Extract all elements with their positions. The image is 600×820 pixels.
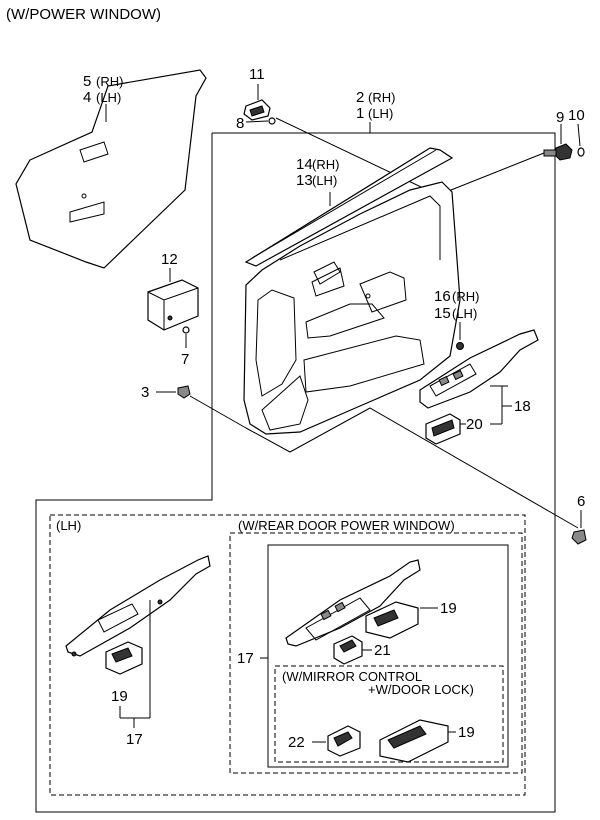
callout-16: 16 [434, 288, 451, 305]
switch-part-21 [333, 635, 363, 665]
callout-13: 13 [296, 172, 313, 189]
door-trim-panel [243, 181, 461, 435]
rear-armrest-panel [285, 559, 421, 647]
clip-part-3 [177, 385, 191, 399]
callout-5-side: (RH) [96, 74, 123, 89]
lh-switch-19 [105, 641, 143, 675]
lh-armrest-panel [65, 555, 211, 657]
washer-part-10 [577, 147, 585, 157]
inset-callout-17b: 17 [126, 731, 143, 748]
belt-molding-strip [244, 147, 454, 267]
diagram-header: (W/POWER WINDOW) [6, 6, 161, 23]
plug-part-15 [456, 342, 464, 350]
callout-8: 8 [236, 115, 244, 132]
mirror-switch-22 [327, 725, 361, 757]
callout-5: 5 [83, 73, 91, 90]
callout-1: 1 [356, 105, 364, 122]
callout-16-side: (RH) [452, 289, 479, 304]
callout-18: 18 [514, 398, 531, 415]
bolt-part-9 [543, 143, 573, 161]
callout-14: 14 [296, 156, 313, 173]
screw-part-8 [268, 117, 276, 125]
inset-mirror-label-1: (W/MIRROR CONTROL [282, 669, 422, 684]
callout-4-side: (LH) [96, 90, 121, 105]
rear-door-inset-box [229, 532, 523, 774]
callout-20: 20 [466, 416, 483, 433]
callout-9: 9 [556, 109, 564, 126]
inset-callout-22: 22 [288, 734, 305, 751]
inset-rear-label: (W/REAR DOOR POWER WINDOW) [238, 518, 455, 533]
inset-callout-21: 21 [374, 642, 391, 659]
rear-switch-19 [365, 601, 419, 639]
callout-14-side: (RH) [312, 157, 339, 172]
switch-part-20 [425, 413, 461, 445]
screw-part-7 [182, 326, 190, 334]
inset-callout-19a: 19 [111, 688, 128, 705]
inset-mirror-label-2: +W/DOOR LOCK) [368, 682, 474, 697]
screw-part-6 [571, 529, 587, 545]
lh-inset-box [49, 514, 526, 796]
callout-11: 11 [249, 66, 265, 83]
armrest-switch-panel [419, 329, 539, 409]
callout-2-side: (RH) [368, 90, 395, 105]
clip-part-11 [243, 99, 271, 121]
rear-door-solid-box [267, 544, 509, 768]
callout-10: 10 [568, 107, 585, 124]
door-insulation-panel [15, 69, 207, 269]
callout-15: 15 [434, 305, 451, 322]
callout-3: 3 [141, 384, 149, 401]
callout-7: 7 [181, 351, 189, 368]
callout-15-side: (LH) [452, 306, 477, 321]
module-part-12 [147, 279, 199, 331]
callout-4: 4 [83, 89, 91, 106]
mirror-switch-19 [379, 719, 449, 763]
main-frame [35, 132, 556, 813]
inset-callout-19c: 19 [458, 724, 475, 741]
callout-1-side: (LH) [368, 106, 393, 121]
callout-6: 6 [577, 493, 585, 510]
callout-13-side: (LH) [312, 173, 337, 188]
mirror-inset-box [274, 665, 504, 763]
inset-callout-17a: 17 [237, 650, 254, 667]
inset-lh-label: (LH) [56, 518, 81, 533]
inset-callout-19b: 19 [440, 600, 457, 617]
callout-12: 12 [161, 251, 178, 268]
callout-2: 2 [356, 89, 364, 106]
